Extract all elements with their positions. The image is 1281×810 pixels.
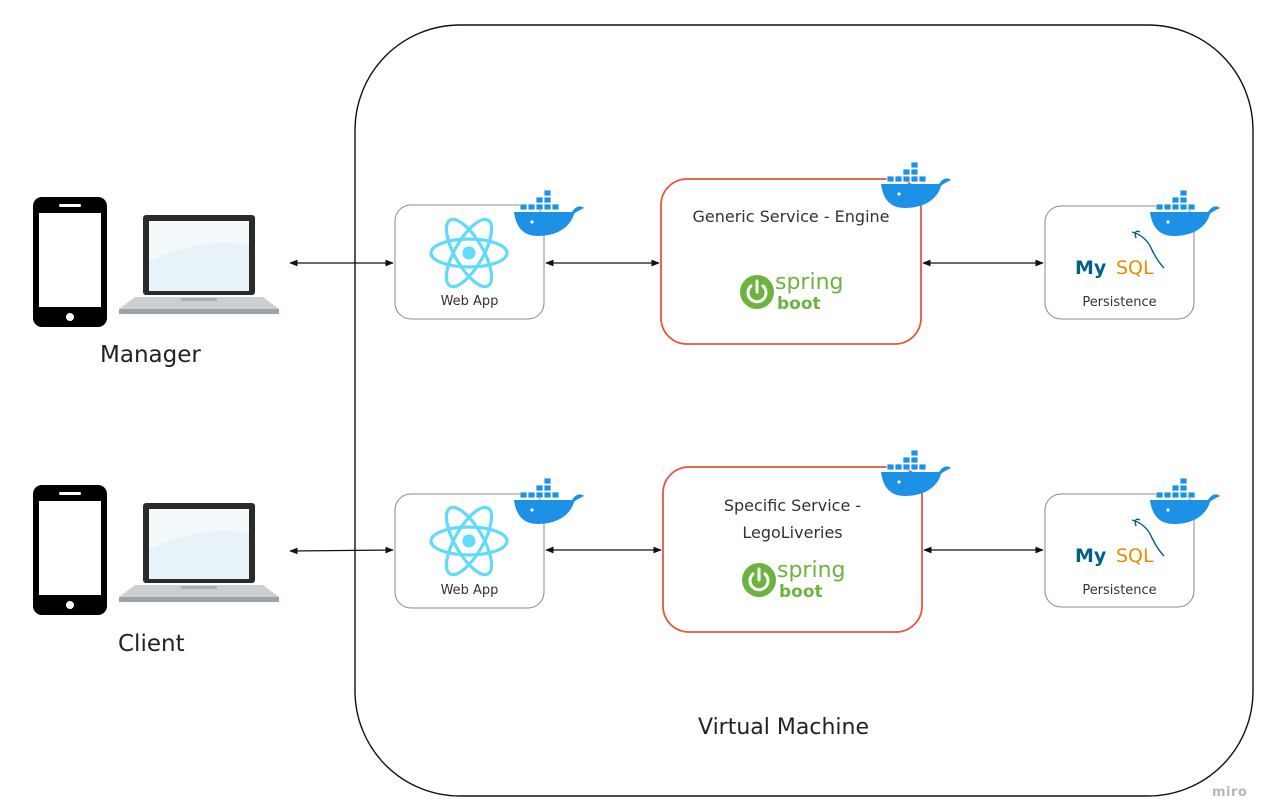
svg-text:spring: spring — [777, 558, 846, 583]
web-app-label: Web App — [440, 294, 499, 309]
mysql-logo: My SQL — [1075, 230, 1165, 279]
virtual-machine-container — [354, 24, 1254, 797]
docker-icon — [1149, 189, 1221, 237]
persistence-node-top — [1044, 205, 1195, 320]
svg-text:SQL: SQL — [1116, 257, 1154, 279]
svg-text:SQL: SQL — [1116, 545, 1154, 567]
client-webapp-connector — [289, 546, 394, 555]
web-app-label: Web App — [440, 583, 499, 598]
client-phone-icon — [33, 485, 107, 615]
svg-text:My: My — [1075, 257, 1107, 279]
client-label: Client — [118, 631, 185, 657]
specific-service-node — [662, 466, 923, 633]
specific-service-label-line1: Specific Service - — [723, 496, 862, 515]
svg-text:My: My — [1075, 545, 1107, 567]
svg-text:spring: spring — [775, 270, 844, 295]
docker-icon — [880, 449, 952, 497]
docker-icon — [880, 161, 952, 209]
svg-text:boot: boot — [777, 294, 821, 314]
web-app-node-bottom — [394, 493, 545, 609]
persistence-label: Persistence — [1082, 295, 1157, 310]
generic-service-label: Generic Service - Engine — [692, 207, 890, 226]
virtual-machine-label: Virtual Machine — [698, 715, 869, 740]
persistence-node-bottom — [1044, 493, 1195, 608]
spring-boot-logo: spring boot — [742, 558, 846, 602]
miro-watermark: miro — [1212, 785, 1248, 800]
manager-laptop-icon — [119, 215, 279, 314]
spring-boot-logo: spring boot — [740, 270, 844, 314]
docker-icon — [513, 189, 585, 237]
specific-service-label-line2: LegoLiveries — [742, 523, 843, 542]
svg-text:boot: boot — [779, 582, 823, 602]
manager-phone-icon — [33, 197, 107, 327]
client-laptop-icon — [119, 503, 279, 602]
manager-label: Manager — [100, 342, 201, 368]
persistence-label: Persistence — [1082, 583, 1157, 598]
docker-icon — [513, 477, 585, 525]
web-app-node-top — [394, 204, 545, 320]
docker-icon — [1149, 477, 1221, 525]
generic-service-node — [660, 178, 922, 345]
mysql-logo: My SQL — [1075, 518, 1165, 567]
